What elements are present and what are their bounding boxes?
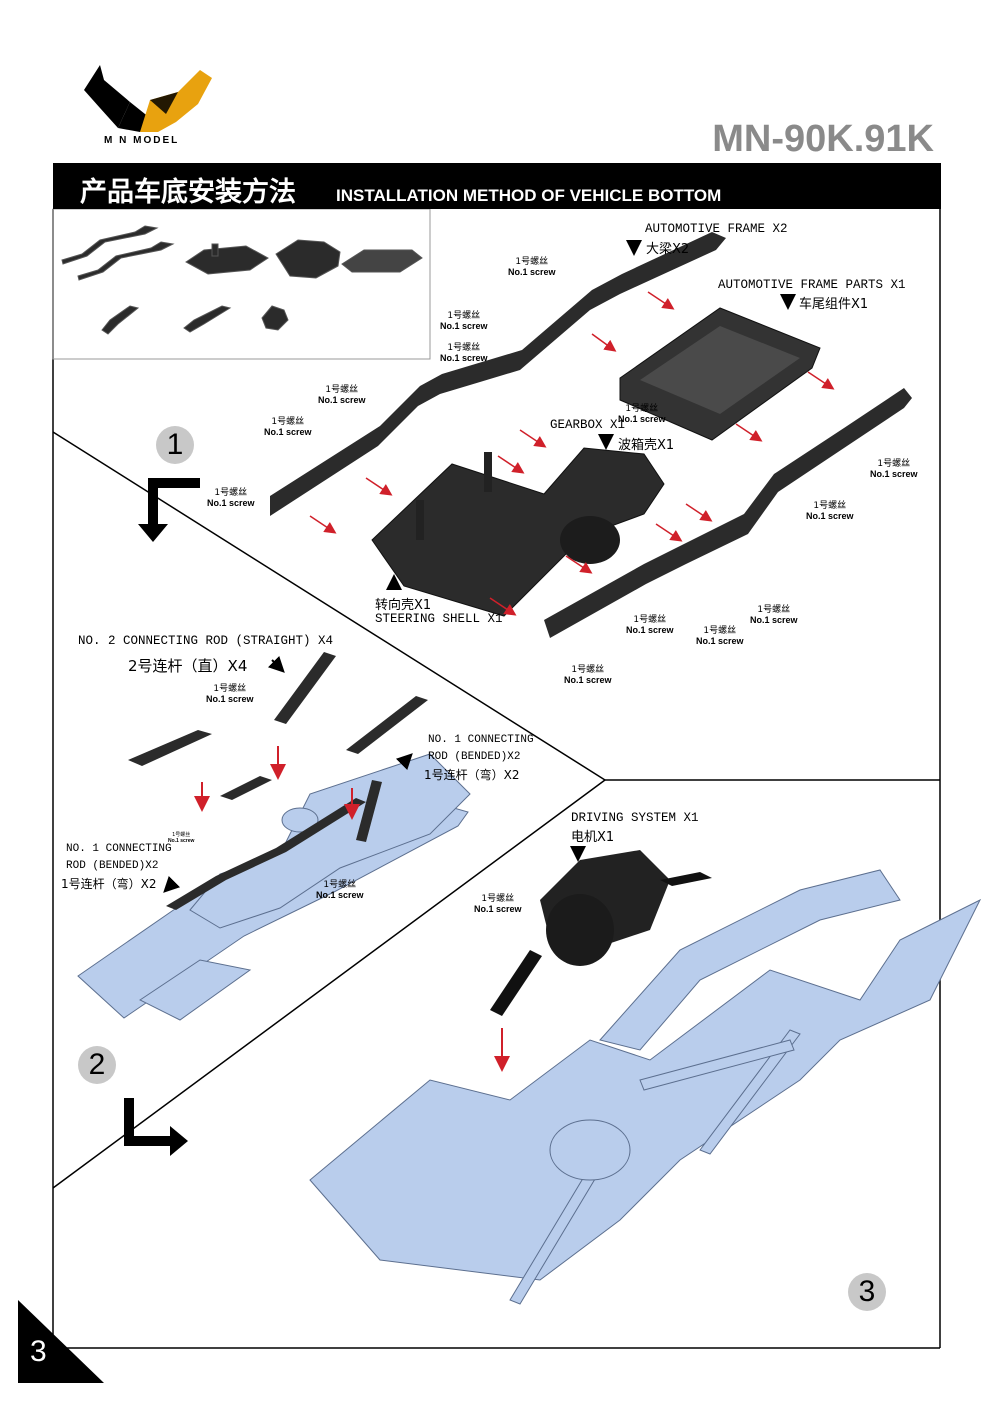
page-corner <box>18 1300 104 1383</box>
parts-inset-box <box>52 208 431 360</box>
frame-rail-right <box>544 388 912 638</box>
page-frame <box>52 209 941 1349</box>
label-rod2-cn: 2号连杆（直）X4 <box>128 657 248 675</box>
step1-direction-arrow <box>138 478 200 542</box>
driving-system-motor <box>490 850 712 1016</box>
step-1-badge: 1 <box>156 426 194 464</box>
step-3-badge: 3 <box>848 1273 886 1311</box>
frame-rail-left <box>270 232 726 516</box>
title-en: INSTALLATION METHOD OF VEHICLE BOTTOM <box>336 186 722 205</box>
model-code: MN-90K.91K <box>712 118 934 160</box>
parts-thumbnails <box>61 225 423 335</box>
label-rod1-right-en1: NO. 1 CONNECTING <box>428 734 534 746</box>
label-rod1-right-cn: 1号连杆（弯）X2 <box>424 768 520 782</box>
step2-direction-arrow <box>124 1098 188 1156</box>
label-rod1-left-en1: NO. 1 CONNECTING <box>66 843 172 855</box>
label-rod1-left-en2: ROD (BENDED)X2 <box>66 860 159 872</box>
page-number: 3 <box>30 1335 47 1368</box>
step3-chassis <box>309 869 982 1305</box>
brand-logo <box>84 65 212 132</box>
title-cn: 产品车底安装方法 <box>80 177 296 208</box>
step-2-badge: 2 <box>78 1046 116 1084</box>
label-pointer-arrows <box>163 240 796 893</box>
label-gearbox-en: GEARBOX X1 <box>550 418 626 432</box>
step1-red-arrows <box>309 291 835 616</box>
label-gearbox-cn: 波箱壳X1 <box>618 438 675 453</box>
step2-red-arrows <box>194 746 360 820</box>
brand-name: M N MODEL <box>104 135 180 146</box>
gearbox-steering-shell <box>371 447 665 617</box>
label-steering-cn: 转向壳X1 <box>375 598 432 613</box>
label-rod1-right-en2: ROD (BENDED)X2 <box>428 751 521 763</box>
label-frame-parts-cn: 车尾组件X1 <box>799 297 869 312</box>
label-rod1-left-cn: 1号连杆（弯）X2 <box>61 877 157 891</box>
label-frame-parts-en: AUTOMOTIVE FRAME PARTS X1 <box>718 278 906 292</box>
rear-frame-parts <box>619 307 821 441</box>
label-frame-en: AUTOMOTIVE FRAME X2 <box>645 222 788 236</box>
label-driving-cn: 电机X1 <box>571 830 615 845</box>
label-rod2-en: NO. 2 CONNECTING ROD (STRAIGHT) X4 <box>78 634 334 648</box>
title-bar <box>53 163 941 209</box>
label-frame-cn: 大梁X2 <box>646 242 690 257</box>
step2-chassis <box>77 753 471 1021</box>
label-driving-en: DRIVING SYSTEM X1 <box>571 811 699 825</box>
label-steering-en: STEERING SHELL X1 <box>375 612 503 626</box>
step2-connecting-rods <box>128 652 428 910</box>
